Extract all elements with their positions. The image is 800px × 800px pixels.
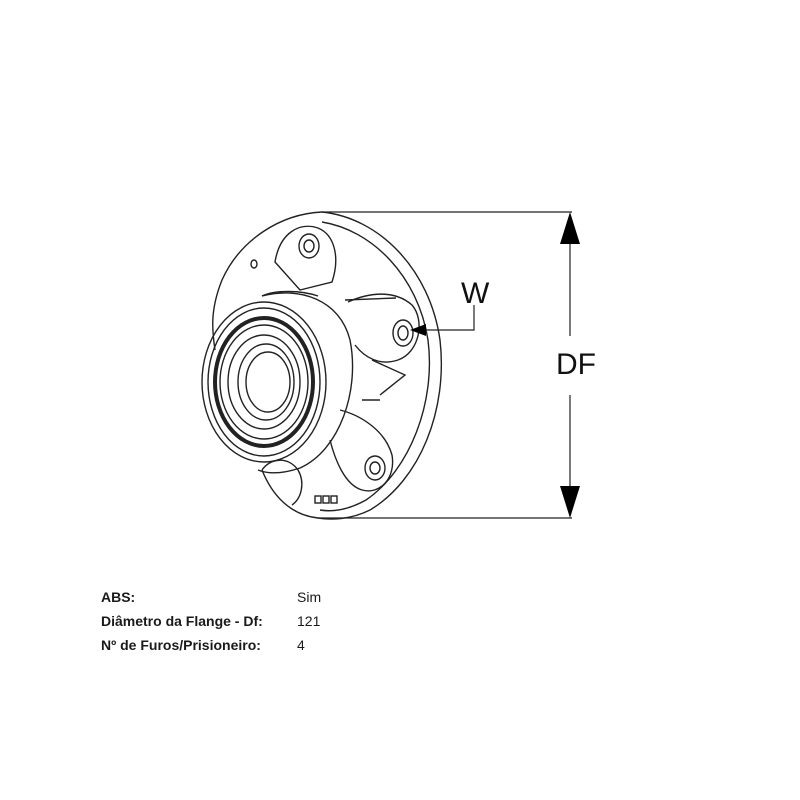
w-leader-line (425, 305, 475, 331)
label-w: W (461, 277, 490, 310)
flange-back (212, 211, 323, 351)
wheel-hub-diagram: W DF (201, 211, 596, 520)
spec-table: ABS: Sim Diâmetro da Flange - Df: 121 Nº… (101, 585, 401, 657)
df-arrow-down (560, 486, 580, 518)
spec-label: ABS: (101, 589, 136, 605)
w-arrow (410, 324, 426, 336)
arrowheads (410, 212, 580, 518)
flange-rim-inner (319, 221, 431, 512)
lug-bottom (329, 409, 394, 492)
bearing-inner-ring (227, 334, 301, 430)
df-arrow-up (560, 212, 580, 244)
spec-value: 121 (297, 613, 321, 629)
bearing-outer-ring (201, 301, 327, 463)
stamp-marking (314, 495, 338, 504)
spec-row-bolt-holes: Nº de Furos/Prisioneiro: 4 (101, 633, 401, 657)
hub-drawing (201, 211, 443, 520)
spec-row-flange-diameter: Diâmetro da Flange - Df: 121 (101, 609, 401, 633)
bearing-seal (213, 316, 315, 448)
flange-rim (317, 211, 443, 520)
dimension-lines (318, 211, 572, 519)
hub-bore (237, 343, 295, 421)
bolt-hole-top (298, 233, 320, 259)
bolt-hole-bottom (364, 455, 386, 481)
bolt-hole-right (392, 319, 414, 347)
lug-top (274, 225, 337, 291)
spec-row-abs: ABS: Sim (101, 585, 401, 609)
lug-right (347, 293, 420, 363)
label-df: DF (556, 348, 596, 381)
spec-label: Diâmetro da Flange - Df: (101, 613, 263, 629)
hub-barrel (257, 292, 354, 474)
spec-value: 4 (297, 637, 305, 653)
spec-label: Nº de Furos/Prisioneiro: (101, 637, 261, 653)
small-hole (250, 259, 258, 269)
lug-left-bottom (261, 459, 303, 506)
spec-value: Sim (297, 589, 322, 605)
